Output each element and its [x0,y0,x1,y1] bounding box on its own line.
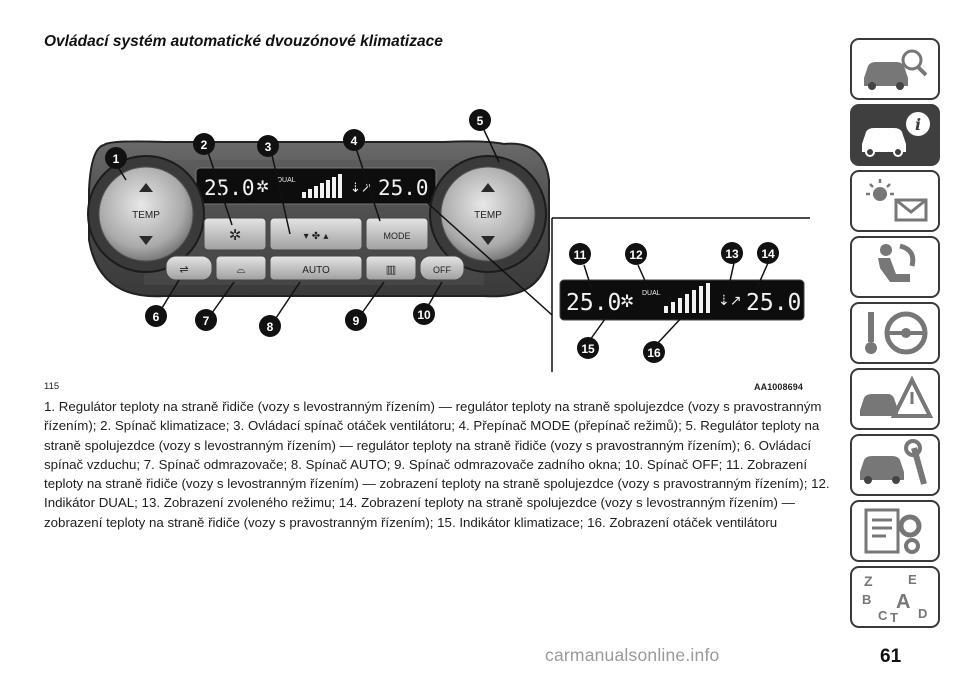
svg-text:AUTO: AUTO [302,265,330,276]
tab-starting-driving[interactable] [850,302,940,364]
technical-data-gears-icon [864,508,922,554]
tab-index[interactable]: Z E B A C T D [850,566,940,628]
svg-text:✲: ✲ [620,292,634,312]
svg-text:T: T [890,610,898,624]
car-service-wrench-icon [860,439,927,485]
svg-text:TEMP: TEMP [474,210,502,221]
dual-indicator: DUAL [277,177,296,184]
svg-text:E: E [908,572,917,587]
callout-8: 8 [259,315,281,337]
svg-text:TEMP: TEMP [132,210,160,221]
callout-14: 14 [757,242,779,264]
ac-button[interactable] [203,217,267,251]
tab-maintenance[interactable] [850,434,940,496]
off-button[interactable] [419,255,465,281]
fan-speed-switch[interactable] [269,217,363,251]
svg-text:9: 9 [353,314,360,328]
callout-3: 3 [257,135,279,157]
svg-text:C: C [878,608,888,623]
seat-airbag-icon [878,243,916,282]
climate-panel-figure: 25.0 ✲ DUAL ⇣↗ 25.0 TEMP TEMP ✲ ▾ ✤ ▴ MO… [44,100,810,390]
svg-text:12: 12 [629,248,643,262]
recirculation-button[interactable] [165,255,213,281]
svg-text:MODE: MODE [384,231,411,241]
tab-safety[interactable] [850,236,940,298]
chapter-sidebar: i [850,38,945,632]
defrost-button[interactable] [215,255,267,281]
svg-text:A: A [896,591,910,613]
section-heading: Ovládací systém automatické dvouzónové k… [44,33,443,50]
svg-text:10: 10 [417,308,431,322]
right-temp-knob[interactable]: TEMP [429,155,547,273]
svg-text:25.0: 25.0 [566,290,621,316]
left-temp-knob[interactable]: TEMP [87,155,205,273]
figure-number: 115 [44,381,60,392]
svg-text:8: 8 [267,320,274,334]
tab-warning-lights[interactable] [850,170,940,232]
auto-button[interactable] [269,255,363,281]
tab-emergency[interactable] [850,368,940,430]
callout-10: 10 [413,303,435,325]
svg-text:13: 13 [725,247,739,261]
callout-16: 16 [643,341,665,363]
svg-text:7: 7 [203,314,210,328]
svg-text:▥: ▥ [386,263,396,276]
svg-text:✲: ✲ [229,226,242,244]
svg-text:1: 1 [113,152,120,166]
callout-2: 2 [193,133,215,155]
callout-4: 4 [343,129,365,151]
callout-1: 1 [105,147,127,169]
svg-text:25.0: 25.0 [746,290,801,316]
svg-text:16: 16 [647,346,661,360]
main-display: 25.0 ✲ DUAL ⇣↗ 25.0 [195,167,437,205]
svg-text:4: 4 [351,134,358,148]
svg-text:⇌: ⇌ [179,263,188,276]
svg-text:B: B [862,592,871,607]
svg-text:Z: Z [864,573,873,589]
watermark: carmanualsonline.info [545,645,720,665]
rear-defrost-button[interactable] [365,255,417,281]
tab-getting-to-know-car[interactable] [850,38,940,100]
svg-text:D: D [918,606,927,621]
svg-text:⌓: ⌓ [237,263,246,276]
callout-6: 6 [145,305,167,327]
passenger-temp-display: 25.0 [378,176,429,200]
svg-text:11: 11 [574,248,587,262]
callout-12: 12 [625,243,647,265]
svg-text:6: 6 [153,310,160,324]
callout-5: 5 [469,109,491,131]
callout-15: 15 [577,337,599,359]
svg-text:2: 2 [201,138,208,152]
tab-dashboard-controls[interactable]: i [850,104,940,166]
alphabetical-index-icon: Z E B A C T D [862,572,927,624]
svg-text:▾ ✤ ▴: ▾ ✤ ▴ [304,231,329,242]
callout-13: 13 [721,242,743,264]
zoomed-display: 25.0 ✲ DUAL ⇣↗ 25.0 [559,279,805,321]
figure-caption: 1. Regulátor teploty na straně řidiče (v… [44,399,830,530]
svg-text:15: 15 [581,342,595,356]
svg-text:3: 3 [265,140,272,154]
mode-button[interactable] [365,217,429,251]
callout-11: 11 [569,243,591,265]
svg-text:✲: ✲ [256,177,269,196]
driver-temp-display: 25.0 [204,176,255,200]
svg-text:⇣↗: ⇣↗ [718,293,741,309]
car-breakdown-triangle-icon [860,375,934,418]
car-search-icon [864,49,928,90]
key-steering-wheel-icon [865,311,928,355]
svg-text:OFF: OFF [433,265,451,275]
svg-text:14: 14 [761,247,775,261]
tab-technical-data[interactable] [850,500,940,562]
warning-lights-message-icon [866,179,928,222]
page-number: 61 [880,646,902,667]
svg-text:5: 5 [477,114,484,128]
figure-code: AA1008694 [754,382,803,392]
svg-text:DUAL: DUAL [642,290,661,297]
car-info-icon: i [862,112,930,157]
svg-text:⇣↗: ⇣↗ [350,181,372,196]
callout-7: 7 [195,309,217,331]
svg-text:i: i [915,115,921,134]
callout-9: 9 [345,309,367,331]
